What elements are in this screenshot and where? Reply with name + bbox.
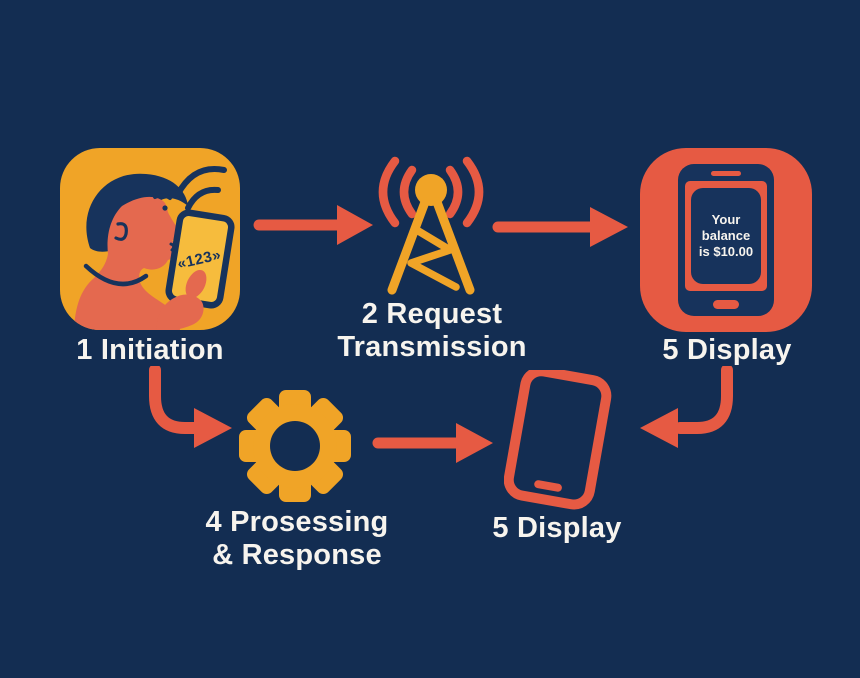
tower-braces [407,225,460,291]
person-eyebrow [153,193,172,200]
person-dialing-icon: «123» [74,166,235,330]
person-eye [162,205,168,211]
arrow-initiation-to-processing-icon [149,366,232,448]
sound-wave-icon [185,186,221,211]
arrow-processing-to-display-icon [372,423,493,463]
display-icon-card: Your balance is $10.00 [640,148,812,332]
initiation-icon-card: «123» [60,148,240,330]
request-transmission-label: 2 Request Transmission [337,298,527,363]
person-face [74,196,182,330]
initiation-label: 1 Initiation [76,334,224,366]
phone-home-button [713,300,739,309]
person-necklace [83,263,149,287]
signal-wave-icon [378,156,400,228]
gear-hole [270,421,320,471]
display-bottom-label: 5 Display [492,512,622,544]
person-hand [156,294,204,330]
arrow-initiation-to-transmission-icon [253,205,373,245]
processing-response-label: 4 Prosessing & Response [205,506,389,571]
phone-outline-icon [504,370,612,510]
balance-message: Your balance is $10.00 [691,188,761,284]
display-top-label: 5 Display [662,334,792,366]
arrow-display-to-display-icon [640,366,733,448]
phone-home-button [534,480,562,492]
tower-leg [387,197,430,295]
sound-wave-icon [175,166,227,197]
person-thumb [185,269,207,299]
arrow-transmission-to-display-icon [492,207,628,247]
phone-balance-icon: Your balance is $10.00 [678,164,774,316]
tower-antenna-head [415,174,447,206]
phone-speaker [711,171,741,176]
phone-screen: Your balance is $10.00 [685,181,767,291]
signal-wave-icon [462,156,484,228]
person-ear [114,222,128,241]
radio-tower-icon [378,156,484,295]
tower-leg [432,197,475,295]
gear-icon [239,390,351,502]
signal-wave-icon [445,165,463,219]
signal-wave-icon [399,165,417,219]
